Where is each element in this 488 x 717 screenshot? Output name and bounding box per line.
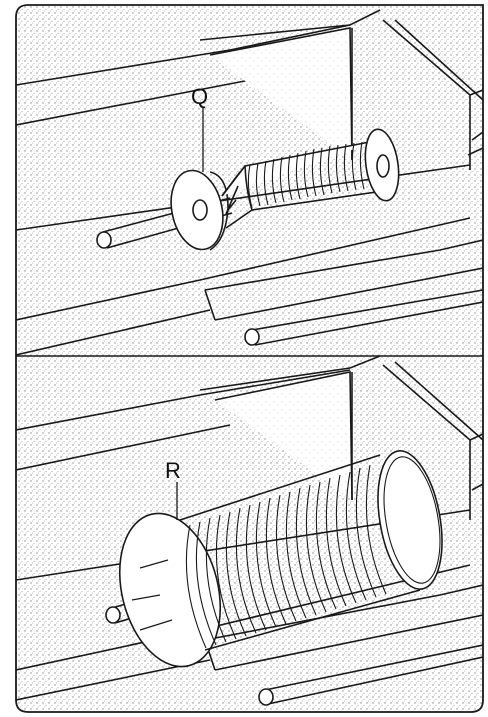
spool-cap-r (118, 512, 222, 668)
bottom-panel (16, 355, 483, 706)
small-spool (221, 128, 400, 229)
label-r: R (165, 458, 181, 483)
spool-cap-q (170, 169, 229, 251)
label-q: Q (191, 84, 208, 109)
frame-border (15, 4, 484, 713)
top-panel (16, 9, 483, 356)
large-spool (179, 450, 443, 651)
